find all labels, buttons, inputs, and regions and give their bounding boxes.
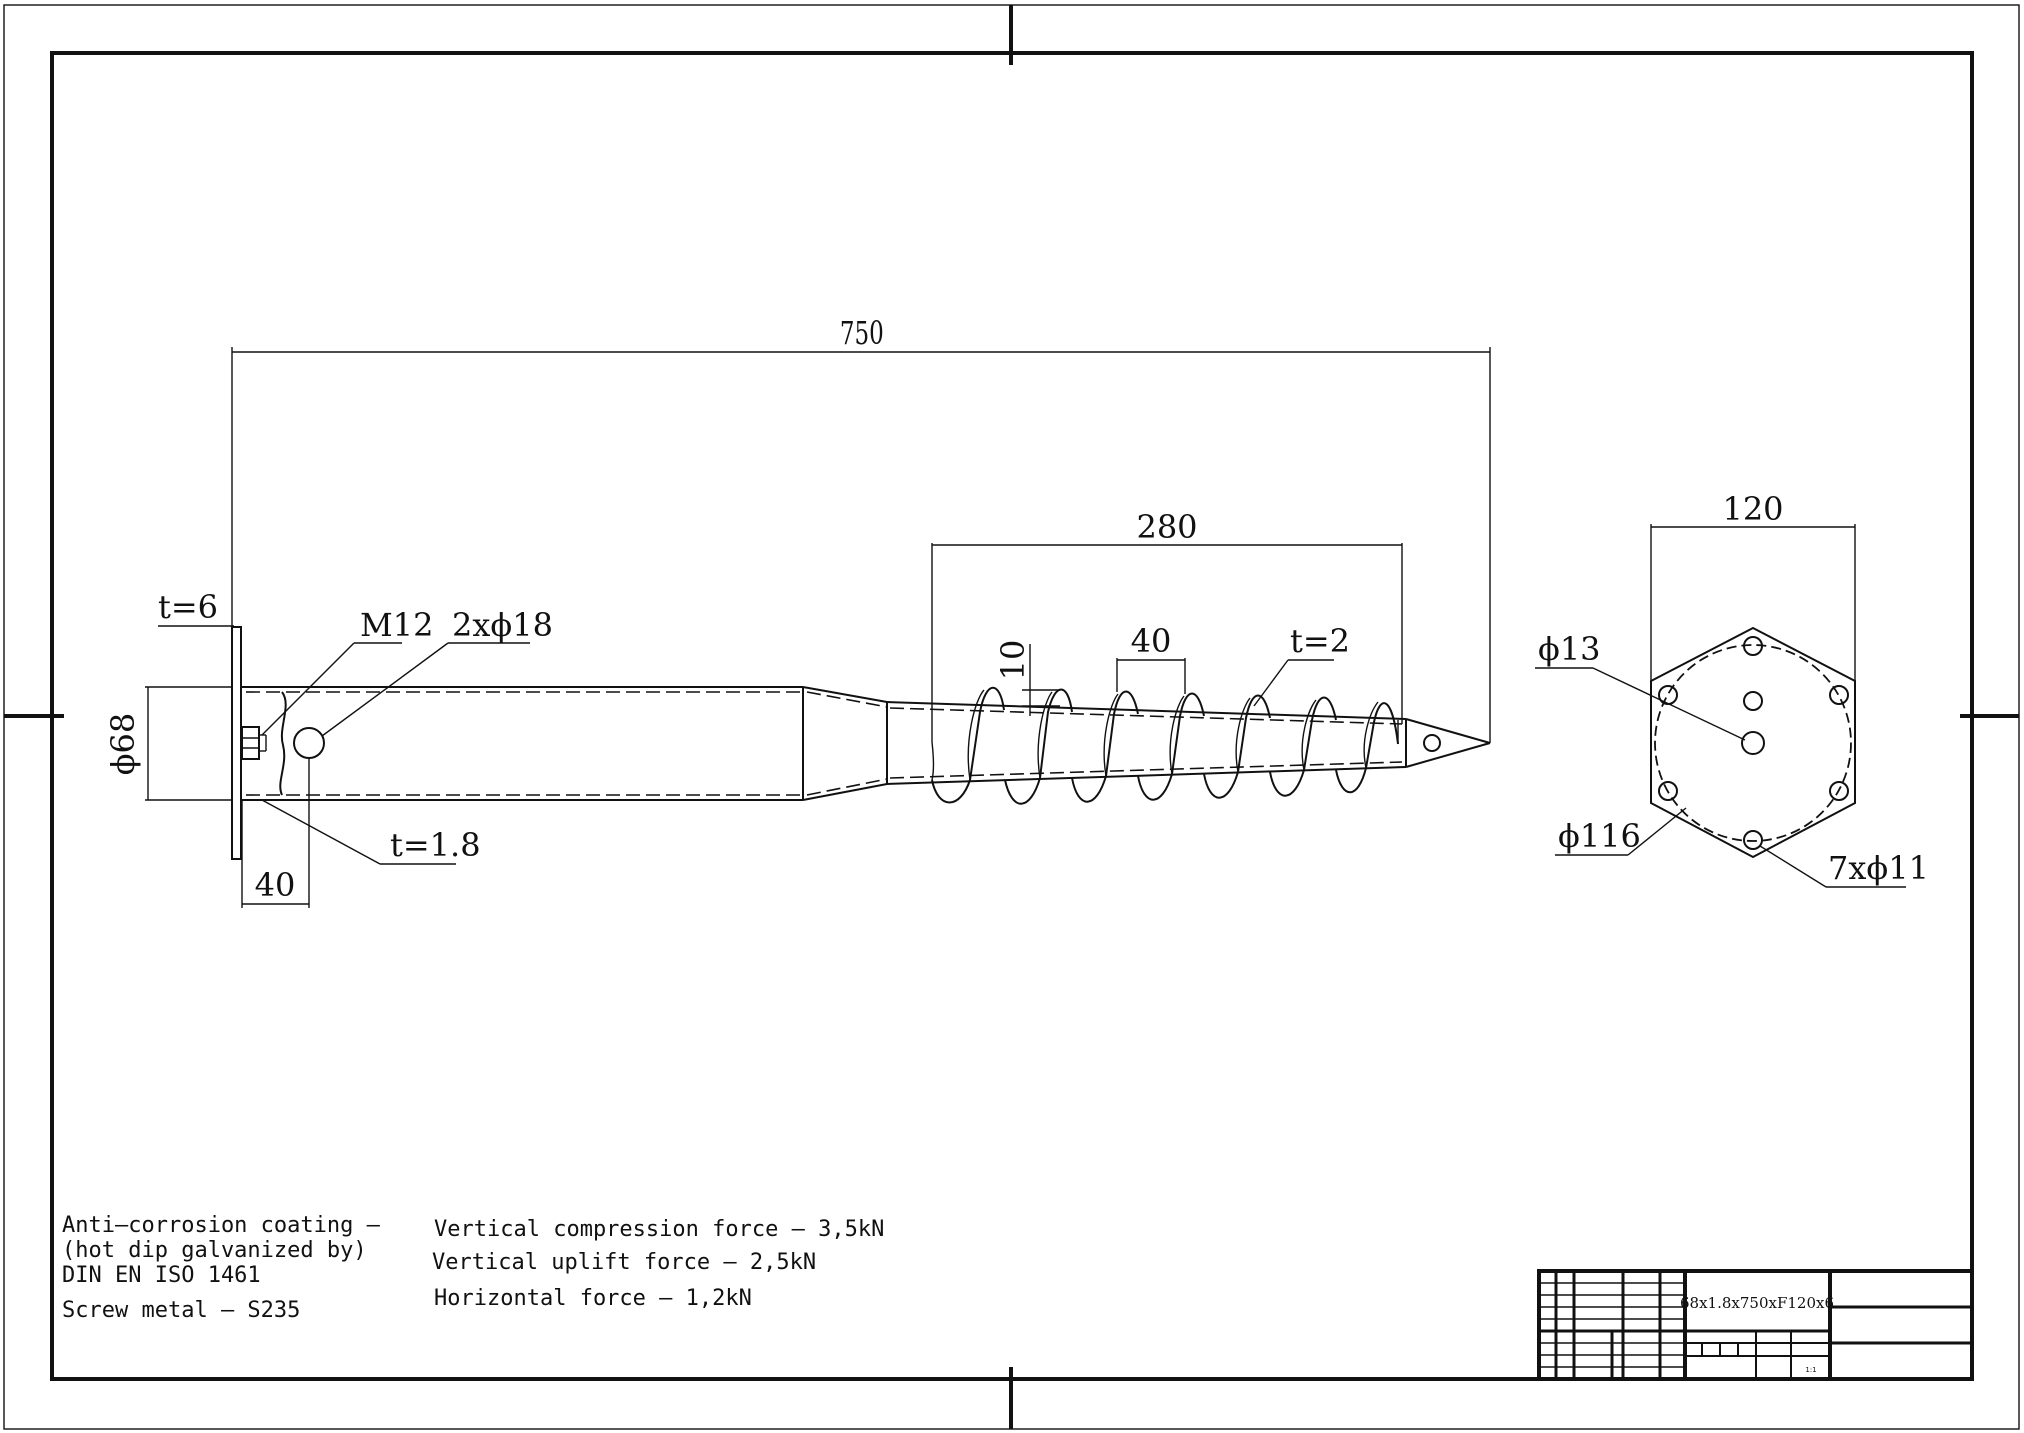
flange-hole-icon bbox=[1743, 830, 1763, 850]
thread-length-label: 280 bbox=[1136, 508, 1197, 546]
leader-side-holes: 2xϕ18 bbox=[321, 606, 553, 737]
dimension-pipe-diameter: ϕ68 bbox=[104, 686, 232, 801]
coating-note-line3: DIN EN ISO 1461 bbox=[62, 1263, 261, 1288]
leader-plate-thickness: t=6 bbox=[158, 588, 234, 627]
dimension-flange-width: 120 bbox=[1650, 490, 1856, 681]
tip-hole-icon bbox=[1423, 734, 1441, 752]
bolt-head-icon bbox=[241, 726, 267, 760]
leader-wall-thickness: t=1.8 bbox=[261, 799, 481, 865]
dimension-hole-offset: 40 bbox=[241, 758, 310, 908]
flange-hole-icon bbox=[1743, 691, 1763, 711]
flange-hole-icon bbox=[1658, 781, 1678, 801]
flange-width-label: 120 bbox=[1722, 490, 1783, 528]
plate-thickness-label: t=6 bbox=[158, 588, 218, 626]
wall-thickness-label: t=1.8 bbox=[390, 826, 481, 864]
coating-note-line1: Anti–corrosion coating – bbox=[62, 1213, 381, 1238]
bolt-circle bbox=[1654, 644, 1852, 842]
screw-metal-note: Screw metal – S235 bbox=[62, 1298, 300, 1323]
coating-note-line2: (hot dip galvanized by) bbox=[62, 1238, 367, 1263]
leader-bolt-circle: ϕ116 bbox=[1555, 807, 1687, 856]
dimension-thread-pitch: 40 bbox=[1116, 622, 1186, 694]
flange-plate bbox=[231, 626, 242, 860]
center-hole-icon bbox=[1741, 731, 1765, 755]
side-holes-label: 2xϕ18 bbox=[452, 606, 553, 644]
leader-flange-holes: 7xϕ11 bbox=[1759, 845, 1929, 888]
center-hole-label: ϕ13 bbox=[1538, 630, 1601, 668]
force-compression-note: Vertical compression force – 3,5kN bbox=[434, 1217, 884, 1242]
force-horizontal-note: Horizontal force – 1,2kN bbox=[434, 1286, 752, 1311]
bolt-circle-label: ϕ116 bbox=[1558, 817, 1641, 855]
pipe-diameter-label: ϕ68 bbox=[104, 713, 142, 776]
flange-hole-icon bbox=[1743, 636, 1763, 656]
helical-flight bbox=[931, 686, 1399, 805]
flange-holes-label: 7xϕ11 bbox=[1828, 849, 1929, 887]
sheet-frame bbox=[3, 4, 2020, 1430]
hex-flange-outline bbox=[1650, 626, 1856, 859]
dimension-flight-height: 10 bbox=[994, 640, 1060, 716]
leader-center-hole: ϕ13 bbox=[1535, 630, 1746, 741]
notes: Anti–corrosion coating – (hot dip galvan… bbox=[62, 1213, 884, 1323]
leader-bolt: M12 bbox=[261, 606, 433, 736]
thread-pitch-label: 40 bbox=[1131, 622, 1172, 660]
flight-height-label: 10 bbox=[994, 640, 1032, 681]
designation-label: 68x1.8x750xF120x6 bbox=[1680, 1294, 1834, 1312]
overall-length-label: 750 bbox=[840, 314, 884, 352]
dimension-thread-length: 280 bbox=[931, 508, 1403, 742]
flight-thickness-label: t=2 bbox=[1290, 622, 1350, 660]
flange-top-view bbox=[1650, 626, 1856, 859]
flange-hole-icon bbox=[1829, 685, 1849, 705]
title-block: 68x1.8x750xF120x6 1:1 bbox=[1537, 1269, 1974, 1381]
bolt-label: M12 bbox=[360, 606, 433, 644]
ground-screw-side-view bbox=[231, 626, 1491, 860]
leader-flight-thickness: t=2 bbox=[1253, 622, 1350, 707]
flange-hole-icon bbox=[1829, 781, 1849, 801]
dimension-overall-length: 750 bbox=[231, 314, 1491, 743]
force-uplift-note: Vertical uplift force – 2,5kN bbox=[432, 1250, 816, 1275]
hole-offset-label: 40 bbox=[255, 866, 296, 904]
side-hole-icon bbox=[293, 727, 325, 759]
scale-mark: 1:1 bbox=[1805, 1366, 1816, 1374]
